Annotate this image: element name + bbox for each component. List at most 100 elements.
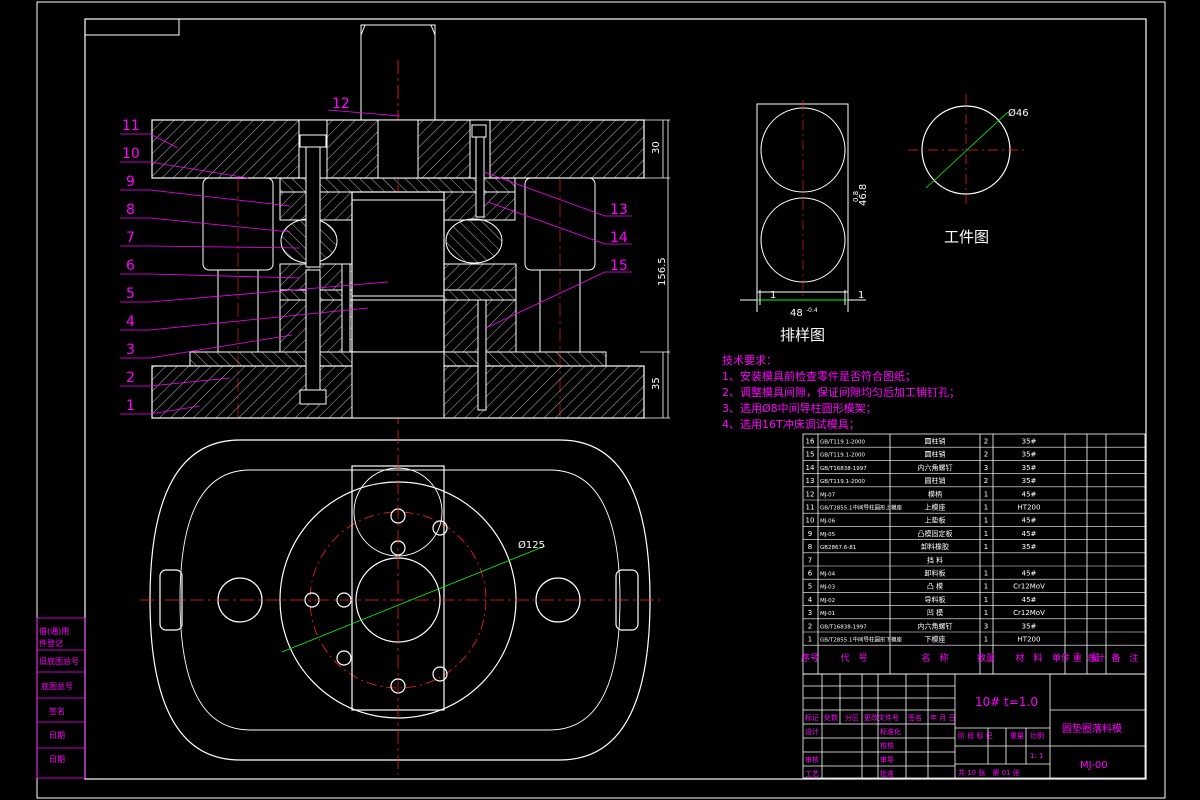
bom-cell-material: 35# [1022, 622, 1037, 630]
bom-cell-code: GB2867.6-81 [820, 545, 856, 551]
change-sign: 签名 [908, 713, 922, 722]
callout-3: 3 [126, 342, 135, 358]
side-old-no: 旧底图总号 [39, 656, 79, 666]
bom-header-name: 名 称 [921, 652, 948, 664]
bom-cell-name: 圆柱销 [925, 437, 946, 446]
bom-cell-material: 45# [1022, 530, 1037, 538]
bom-cell-qty: 2 [984, 451, 988, 459]
change-date: 年 月 日 [930, 713, 955, 722]
bom-header-no: 序号 [801, 652, 819, 664]
callout-7: 7 [126, 230, 135, 246]
craft-label: 工艺 [805, 770, 819, 778]
strip-layout-label: 排样图 [780, 326, 825, 344]
plan-view [140, 430, 660, 775]
title-block-grid [802, 673, 1146, 779]
bom-cell-name: 上模座 [925, 503, 946, 512]
bom-cell-qty: 1 [984, 609, 988, 617]
callout-2: 2 [126, 370, 135, 386]
dim-bottom-plate: 35 [651, 377, 662, 390]
dim-bolt-circle: Ø125 [518, 539, 545, 551]
bom-cell-material: HT200 [1018, 504, 1041, 512]
corner-box [84, 18, 180, 36]
guide-label: 审导 [880, 755, 894, 764]
bom-header: 序号代 号名 称数量材 料单件 重 量总计备 注 [801, 652, 1139, 664]
review-label: 审核 [805, 755, 819, 764]
tech-item-3: 3、选用Ø8中间导柱圆形模架； [722, 401, 877, 415]
dim-top-plate: 30 [651, 141, 662, 154]
callout-12: 12 [332, 96, 350, 112]
side-date-2: 日期 [49, 755, 65, 764]
change-zone: 分区 [845, 713, 859, 722]
bom-cell-no: 5 [808, 583, 812, 591]
bom-cell-no: 12 [806, 490, 815, 498]
bom-cell-name: 模柄 [928, 489, 942, 498]
bom-cell-code: MJ-06 [820, 519, 836, 525]
callout-10: 10 [122, 146, 140, 162]
callout-leaders [120, 109, 632, 415]
bom-cell-name: 挡 料 [927, 555, 943, 564]
tech-heading: 技术要求： [722, 354, 777, 367]
section-view [151, 24, 645, 425]
callout-6: 6 [126, 258, 135, 274]
dim-pitch-small: 0.8 [852, 191, 860, 202]
bom-cell-material: 45# [1022, 517, 1037, 525]
bom-header-total_weight: 总计 [1087, 652, 1105, 664]
title-block-text: 10# t=1.0 圆垫圈落料模 MJ-00 1: 1 共 10 张 第 01 … [805, 695, 1122, 778]
dim-strip-tol: -0.4 [806, 307, 818, 314]
side-register: 件登记 [39, 638, 63, 648]
bom-header-material: 材 料 [1015, 652, 1042, 664]
bom-cell-no: 16 [806, 438, 815, 446]
bom-cell-no: 4 [808, 596, 813, 604]
side-block-text: 借(通)用 件登记 旧底图总号 底图总号 签名 日期 日期 [39, 626, 79, 764]
bom-cell-code: GB/T16838-1997 [820, 624, 867, 630]
tech-item-2: 2、调整模具间隙，保证间隙均匀后加工销钉孔； [722, 385, 960, 399]
bom-cell-material: HT200 [1018, 636, 1041, 644]
stage-mark-label: 阶 段 标 记 [958, 731, 993, 740]
tech-item-4: 4、选用16T冲床调试模具； [722, 417, 860, 431]
bom-cell-name: 卸料橡胶 [921, 542, 949, 551]
bom-cell-qty: 2 [984, 438, 988, 446]
scale: 1: 1 [1030, 752, 1044, 760]
bom-cell-no: 1 [808, 636, 812, 644]
bom-cell-qty: 1 [984, 530, 988, 538]
bom-cell-material: 35# [1022, 464, 1037, 472]
bom-cell-qty: 1 [984, 636, 988, 644]
check-label: 校核 [880, 741, 894, 750]
bom-cell-code: MJ-05 [820, 532, 836, 538]
bom-cell-material: 45# [1022, 490, 1037, 498]
bom-cell-no: 6 [808, 570, 813, 578]
side-base-no: 底图总号 [41, 681, 73, 691]
bom-cell-name: 导料板 [925, 595, 946, 604]
bom-cell-name: 凸模固定板 [918, 529, 953, 538]
bom-cell-name: 内六角螺钉 [918, 463, 953, 472]
bom-cell-no: 9 [808, 530, 812, 538]
bom-cell-name: 凹 模 [927, 608, 943, 617]
bom-header-unit_weight: 单件 重 量 [1052, 652, 1100, 664]
bom-cell-material: Cr12MoV [1013, 609, 1045, 617]
bom-header-remark: 备 注 [1111, 652, 1138, 664]
side-date-1: 日期 [49, 731, 65, 740]
bom-cell-qty: 1 [984, 570, 988, 578]
bom-cell-name: 卸料板 [925, 569, 946, 578]
bom-cell-code: MJ-02 [820, 598, 835, 604]
bom-cell-code: GB/T16838-1997 [820, 466, 867, 472]
bom-cell-no: 15 [806, 451, 815, 459]
bom-cell-code: MJ-07 [820, 492, 836, 498]
strip-layout [740, 100, 866, 312]
bom-cell-material: 45# [1022, 570, 1037, 578]
dim-strip-width: 48 [790, 308, 803, 319]
bom-cell-qty: 1 [984, 543, 988, 551]
bom-cell-qty: 2 [984, 477, 988, 485]
callout-8: 8 [126, 202, 135, 218]
dim-total-height: 156.5 [657, 257, 668, 286]
bom-cell-qty: 1 [984, 517, 988, 525]
punch [351, 191, 445, 353]
drawing-title: 圆垫圈落料模 [1062, 722, 1122, 735]
dim-edge-left: 1 [770, 290, 776, 301]
callout-11: 11 [122, 118, 140, 134]
bom-cell-material: Cr12MoV [1013, 583, 1045, 591]
change-count: 处数 [824, 713, 838, 722]
callout-numbers-left: 11 10 9 8 7 6 5 4 3 2 1 12 13 14 15 [122, 96, 628, 414]
bom-cell-name: 凸 模 [927, 582, 943, 591]
inner-border [84, 18, 1147, 780]
